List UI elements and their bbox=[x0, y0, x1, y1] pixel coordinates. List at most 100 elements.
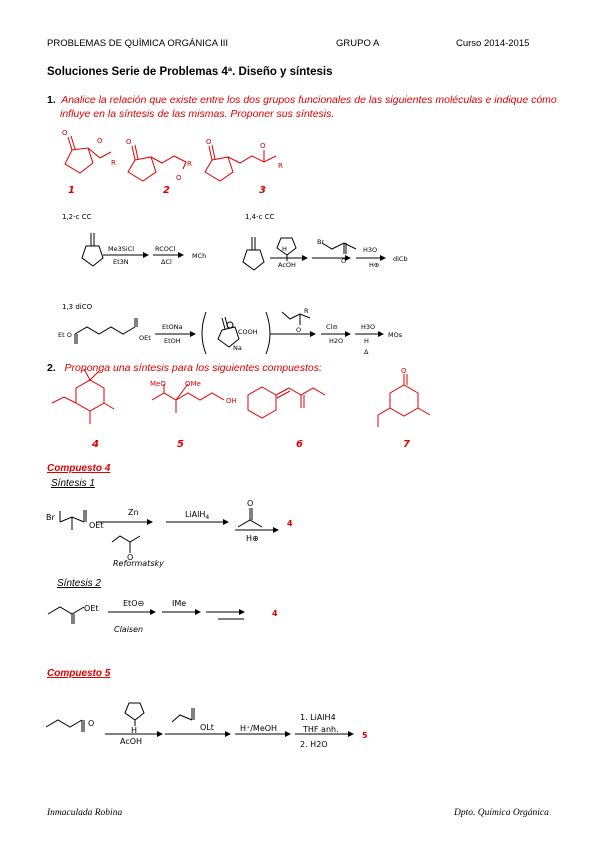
sintesis-1-scheme bbox=[59, 508, 279, 553]
molecule-2 bbox=[127, 144, 187, 182]
q1-molecules bbox=[64, 135, 277, 182]
reagent-h-meoh: H⁺/MeOH bbox=[240, 724, 277, 733]
mol3-carbonyl-o: O bbox=[206, 138, 212, 146]
compuesto-5-heading: Compuesto 5 bbox=[47, 668, 111, 679]
label-3: 3 bbox=[259, 185, 266, 196]
scheme-1-2 bbox=[81, 233, 184, 267]
acrylate-olt: OLt bbox=[200, 723, 214, 732]
ester-right: OEt bbox=[139, 334, 151, 342]
label-2: 2 bbox=[163, 185, 170, 196]
molecule-5 bbox=[151, 383, 225, 413]
label-cc14: 1,4-c CC bbox=[245, 213, 275, 221]
mol2-carbonyl-o: O bbox=[126, 138, 132, 146]
ketone-o: O bbox=[127, 553, 133, 562]
question-1-line1: 1. Analice la relación que existe entre … bbox=[47, 94, 557, 106]
label-1: 1 bbox=[68, 185, 75, 196]
header-year: Curso 2014-2015 bbox=[456, 38, 530, 49]
mol2-oxygen: O bbox=[176, 174, 182, 182]
step-1-lialh4: 1. LiAlH4 bbox=[300, 713, 336, 722]
mol3-oxygen: O bbox=[260, 142, 266, 150]
footer-department: Dpto. Química Orgánica bbox=[454, 808, 549, 818]
bromoketone-o: O bbox=[341, 257, 346, 265]
molecule-6 bbox=[247, 386, 326, 419]
reagent-cl: Cl⊖ bbox=[326, 323, 338, 331]
reformatsky-label: Reformatsky bbox=[113, 559, 164, 568]
q1-atom-labels: O R O O R O O O R bbox=[62, 129, 283, 182]
mol5-ome: OMe bbox=[185, 380, 201, 388]
question-2-text: Proponga una síntesis para los siguiente… bbox=[64, 362, 322, 374]
molecule-3 bbox=[204, 144, 277, 182]
bromoester-oet: OEt bbox=[89, 521, 104, 530]
label-6: 6 bbox=[296, 439, 303, 450]
sintesis-2-scheme bbox=[47, 606, 245, 624]
reagent-hplus: H⊕ bbox=[369, 261, 379, 269]
question-1-number: 1. bbox=[47, 94, 56, 106]
scheme-labels: 1,2-c CC 1,4-c CC 1,3 diCO bbox=[62, 213, 275, 311]
label-7: 7 bbox=[403, 439, 410, 450]
header-course-name: PROBLEMAS DE QUÍMICA ORGÁNICA III bbox=[47, 38, 229, 49]
footer-author: Inmaculada Robina bbox=[47, 808, 123, 818]
q2-compound-numbers: 4 5 6 7 bbox=[91, 439, 410, 450]
claisen-label: Claisen bbox=[114, 625, 143, 634]
reagent-acoh-5: AcOH bbox=[120, 737, 142, 746]
ester-oet: OEt bbox=[84, 604, 99, 613]
sintesis-1-heading: Síntesis 1 bbox=[51, 478, 95, 489]
mol3-r: R bbox=[278, 162, 283, 170]
product-1-4: diCb bbox=[393, 255, 408, 263]
reagent-h2o: H2O bbox=[329, 337, 343, 345]
reagent-acoh: AcOH bbox=[278, 261, 296, 269]
sintesis-1-labels: Br OEt Zn O Reformatsky LiAlH4 O H⊕ bbox=[46, 499, 259, 568]
bromoester-br: Br bbox=[46, 513, 55, 522]
reagent-heat-2: Δ bbox=[364, 348, 369, 356]
mol5-oh: OH bbox=[226, 397, 237, 405]
lialh4-text: LiAlH bbox=[185, 510, 205, 519]
label-cc12: 1,2-c CC bbox=[62, 213, 92, 221]
reagent-heat: ΔCl bbox=[161, 258, 172, 266]
reagent-h-2: H bbox=[364, 337, 369, 345]
sintesis-2-labels: OEt EtO⊖ Claisen IMe bbox=[84, 599, 186, 634]
mol5-meo: MeO bbox=[150, 380, 166, 388]
scheme-1-3-reagents: Et O OEt EtONa EtOH COOH Na R O Cl⊖ H2O … bbox=[58, 307, 403, 356]
q2-molecules bbox=[51, 368, 431, 427]
reagent-h3o-2: H3O bbox=[361, 323, 375, 331]
enolate-cooh: COOH bbox=[238, 328, 258, 336]
target-label-4b: 4 bbox=[272, 609, 278, 618]
sintesis-2-heading: Síntesis 2 bbox=[57, 578, 101, 589]
reagent-zn: Zn bbox=[128, 508, 139, 517]
reagent-et3n: Et3N bbox=[113, 258, 129, 266]
q1-compound-numbers: 1 2 3 bbox=[68, 185, 266, 196]
step-2-h2o: 2. H2O bbox=[300, 740, 328, 749]
enamine-nh: H bbox=[131, 726, 137, 735]
pyrrolidine-n: H bbox=[282, 245, 287, 253]
mol1-oxygen: O bbox=[97, 137, 103, 145]
mol1-r: R bbox=[111, 159, 116, 167]
enolate-na: Na bbox=[233, 344, 242, 352]
lialh4-subscript: 4 bbox=[205, 514, 209, 521]
scheme-1-2-reagents: Me3SiCl Et3N RCOCl ΔCl MCh bbox=[108, 245, 206, 266]
compuesto-5-labels: O H AcOH OLt H⁺/MeOH 1. LiAlH4 THF anh. … bbox=[88, 713, 339, 749]
label-4: 4 bbox=[91, 439, 99, 450]
header-group: GRUPO A bbox=[336, 38, 380, 49]
scheme-1-3 bbox=[74, 311, 384, 355]
scheme-1-4 bbox=[242, 237, 386, 271]
reagent-mei: IMe bbox=[172, 599, 186, 608]
scheme-1-4-reagents: H AcOH Br O H3O H⊕ diCb bbox=[278, 238, 408, 269]
compuesto-5-scheme bbox=[45, 702, 354, 737]
question-1-text: Analice la relación que existe entre los… bbox=[61, 94, 557, 106]
acetone-o: O bbox=[247, 499, 253, 508]
compuesto-4-heading: Compuesto 4 bbox=[47, 463, 111, 474]
mol1-carbonyl-o: O bbox=[62, 129, 68, 137]
reagent-lialh4: LiAlH4 bbox=[185, 510, 209, 521]
mol7-carbonyl-o: O bbox=[401, 367, 407, 375]
acrylate-o: O bbox=[296, 326, 301, 334]
step-thf: THF anh. bbox=[302, 725, 339, 734]
product-1-2: MCh bbox=[192, 252, 206, 260]
reagent-me3sicl: Me3SiCl bbox=[108, 245, 134, 253]
label-5: 5 bbox=[177, 439, 184, 450]
target-label-4a: 4 bbox=[287, 519, 293, 528]
reagent-h3o: H3O bbox=[363, 246, 377, 254]
acrylate-r: R bbox=[304, 307, 309, 315]
ester-left: Et O bbox=[58, 331, 72, 339]
q2-atom-labels: MeO OMe OH O bbox=[150, 367, 407, 405]
reagent-etona: EtONa bbox=[162, 323, 183, 331]
